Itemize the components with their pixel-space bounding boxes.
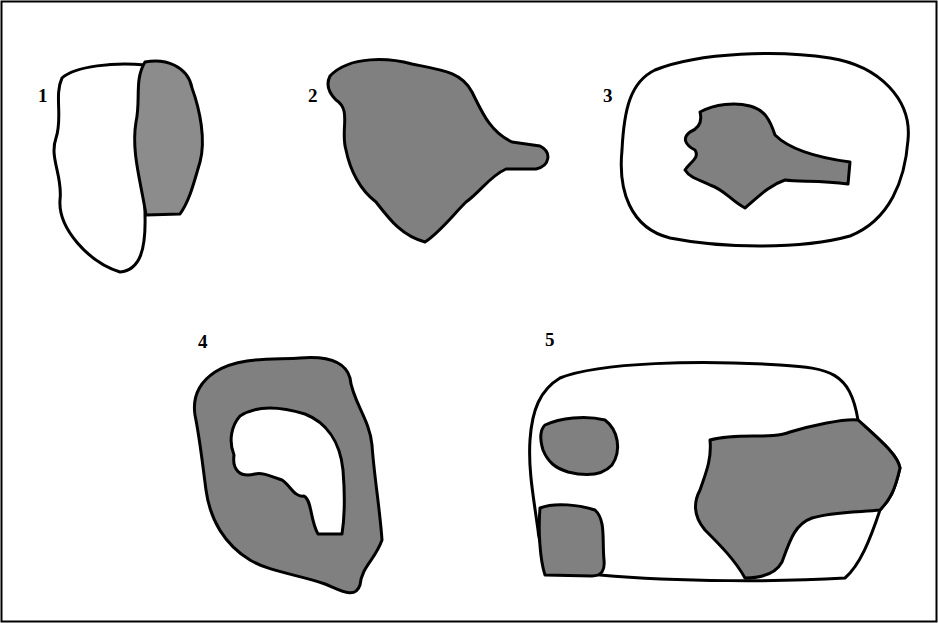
grey-region [541,418,618,475]
white-region [530,363,900,581]
white-region [54,64,145,272]
grey-region [685,104,850,208]
white-region [621,54,908,246]
callout-number: 4 [198,332,208,351]
grey-region [695,420,900,578]
callout-number: 3 [603,86,613,105]
callout-number: 5 [545,330,555,349]
grey-region [194,358,382,593]
white-region [231,408,344,534]
callout-number: 2 [308,86,318,105]
callout-number: 1 [38,86,48,105]
grey-region [539,505,604,576]
grey-region [135,61,203,215]
grey-region [328,60,548,242]
